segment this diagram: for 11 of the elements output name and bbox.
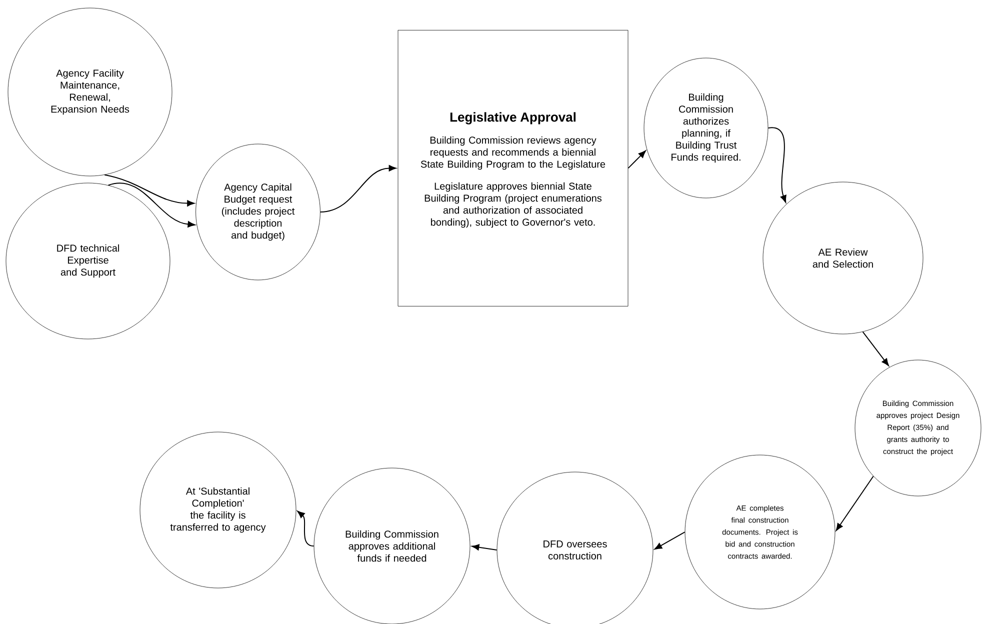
arrow bbox=[654, 532, 686, 550]
arrow bbox=[768, 127, 786, 203]
arrow bbox=[628, 150, 646, 169]
arrow bbox=[297, 510, 314, 546]
arrow bbox=[108, 182, 196, 228]
arrow bbox=[472, 544, 498, 550]
arrow bbox=[862, 331, 889, 366]
arrow bbox=[104, 174, 195, 206]
arrow bbox=[320, 165, 396, 212]
approval-box: Legislative Approval Building Commission reviews agency requests and recommends a biennial State Building Program to the Legislature Legislature approves biennial State Building Program (project enumerations and authorization of associated bonding), subject to Governor's veto. bbox=[398, 30, 628, 306]
arrow bbox=[836, 476, 874, 531]
